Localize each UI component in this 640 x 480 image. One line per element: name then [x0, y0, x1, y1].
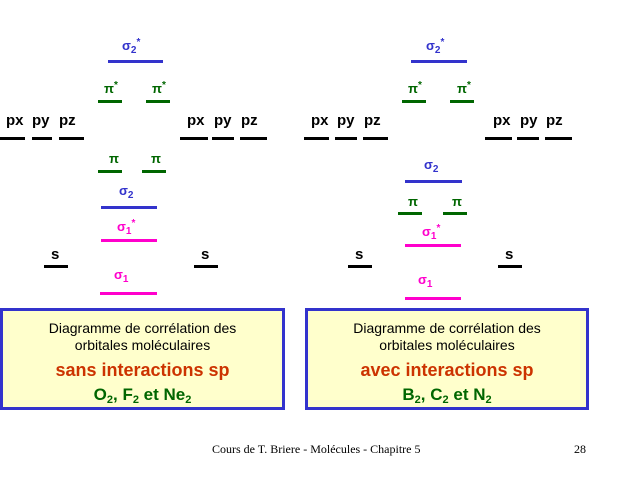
ao-px-right: px [187, 112, 205, 129]
level-ao-px-r [180, 137, 208, 140]
label-sigma2: σ2 [119, 183, 134, 201]
ao-px-left: px [311, 112, 329, 129]
caption-title: avec interactions sp [360, 360, 534, 380]
level-ao-py-left [32, 137, 52, 140]
ao-py-left: py [337, 112, 355, 129]
caption-line2: orbitales moléculaires [379, 337, 515, 353]
level-ao-pz-r [545, 137, 572, 140]
level-ao-s-right [498, 265, 522, 268]
level-ao-s-left [44, 265, 68, 268]
level-ao-pz-left [59, 137, 84, 140]
label-pi-2: π [151, 151, 161, 166]
label-pi-1: π [109, 151, 119, 166]
label-sigma2-star: σ2* [426, 37, 445, 56]
label-sigma2-star: σ2* [122, 37, 141, 56]
level-sigma2 [405, 180, 462, 183]
label-pi-star-2: π* [457, 80, 471, 96]
caption-formula: O2, F2 et Ne2 [93, 385, 192, 406]
ao-s-right: s [505, 246, 514, 263]
label-sigma1-star: σ1* [422, 223, 441, 242]
level-pi-star-2 [450, 100, 474, 103]
label-pi-star-1: π* [408, 80, 422, 96]
level-ao-pz-r [240, 137, 267, 140]
level-sigma1 [405, 297, 461, 300]
level-ao-s-left [348, 265, 372, 268]
level-pi-2 [142, 170, 166, 173]
ao-pz-right: pz [546, 112, 563, 129]
ao-px-left: px [6, 112, 24, 129]
ao-py-right: py [520, 112, 538, 129]
level-ao-px-r [485, 137, 512, 140]
level-pi-star-1 [98, 100, 122, 103]
label-sigma1: σ1 [418, 272, 433, 290]
level-ao-py-left [335, 137, 357, 140]
caption-box-right: Diagramme de corrélation des orbitales m… [305, 308, 589, 410]
ao-pz-left: pz [364, 112, 381, 129]
caption-title: sans interactions sp [55, 360, 230, 380]
label-sigma1: σ1 [114, 267, 129, 285]
level-ao-py-r [517, 137, 539, 140]
footer-page-number: 28 [574, 442, 586, 456]
caption-line1: Diagramme de corrélation des [48, 320, 237, 336]
caption-box-left: Diagramme de corrélation des orbitales m… [0, 308, 285, 410]
diagram-left: px py pz px py pz s s σ2* π* π* π π σ2 σ… [0, 37, 267, 295]
caption-line2: orbitales moléculaires [74, 337, 211, 353]
level-sigma1-star [101, 239, 157, 242]
level-ao-py-r [212, 137, 234, 140]
ao-py-left: py [32, 112, 50, 129]
label-pi-star-1: π* [104, 80, 118, 96]
level-pi-star-2 [146, 100, 170, 103]
level-ao-pz-left [363, 137, 388, 140]
label-pi-star-2: π* [152, 80, 166, 96]
caption-line1: Diagramme de corrélation des [353, 320, 541, 336]
footer-course: Cours de T. Briere - Molécules - Chapitr… [212, 442, 421, 456]
level-pi-1 [398, 212, 422, 215]
level-sigma1-star [405, 244, 461, 247]
level-pi-2 [443, 212, 467, 215]
ao-pz-left: pz [59, 112, 76, 129]
level-sigma2 [101, 206, 157, 209]
level-sigma1 [100, 292, 157, 295]
level-sigma2-star [108, 60, 163, 63]
ao-py-right: py [214, 112, 232, 129]
ao-pz-right: pz [241, 112, 258, 129]
label-sigma2: σ2 [424, 157, 439, 175]
caption-formula: B2, C2 et N2 [402, 385, 492, 406]
label-pi-1: π [408, 194, 418, 209]
ao-s-left: s [355, 246, 364, 263]
level-sigma2-star [411, 60, 467, 63]
level-ao-px-left [0, 137, 25, 140]
diagram-right: px py pz px py pz s s σ2* π* π* σ2 π π σ… [304, 37, 572, 300]
label-pi-2: π [452, 194, 462, 209]
level-pi-1 [98, 170, 122, 173]
label-sigma1-star: σ1* [117, 218, 136, 237]
level-pi-star-1 [402, 100, 426, 103]
ao-s-left: s [51, 246, 60, 263]
level-ao-s-right [194, 265, 218, 268]
ao-px-right: px [493, 112, 511, 129]
level-ao-px-left [304, 137, 329, 140]
ao-s-right: s [201, 246, 210, 263]
